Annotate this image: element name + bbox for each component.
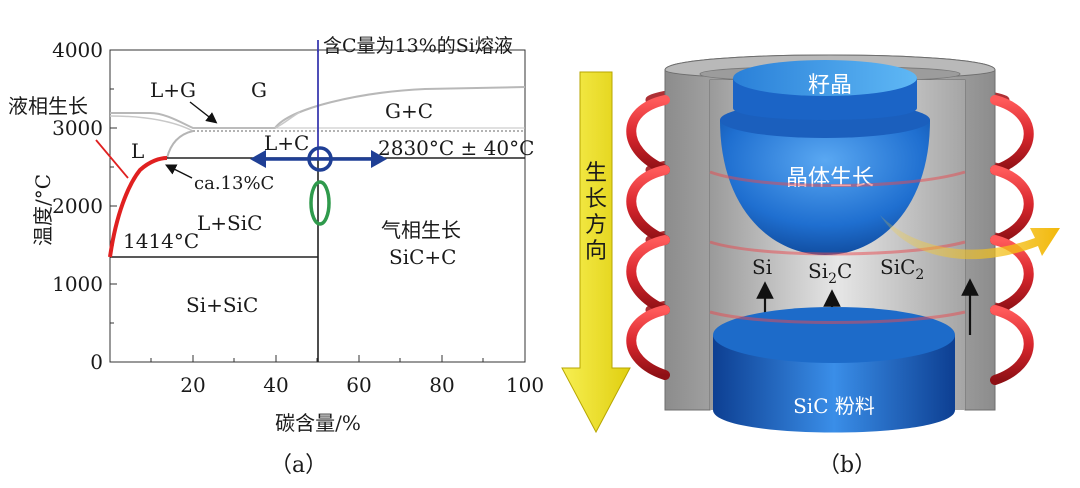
species-si2c: Si2C [808, 259, 852, 287]
direction-char-1: 生 [585, 161, 607, 186]
liquid-phase-marker [250, 146, 387, 172]
label-liquid-growth: 液相生长 [8, 94, 88, 118]
crystal-dome [720, 120, 930, 255]
x-tick-80: 80 [429, 373, 454, 397]
x-tick-40: 40 [263, 373, 288, 397]
region-gc: G+C [385, 99, 433, 123]
label-eutectic: ca.13%C [194, 173, 274, 194]
y-tick-2000: 2000 [52, 194, 103, 218]
label-si-melt: 含C量为13%的Si熔液 [323, 35, 513, 57]
y-tick-1000: 1000 [52, 272, 103, 296]
region-sisic: Si+SiC [186, 293, 258, 317]
powder-top [713, 307, 955, 363]
x-tick-20: 20 [180, 373, 205, 397]
growth-furnace: 生 长 方 向 籽晶 晶体生长 [561, 54, 1060, 478]
region-g: G [251, 78, 267, 102]
y-ticks: 4000 3000 2000 1000 0 [52, 38, 117, 374]
coil-turn-right-1 [990, 95, 1034, 175]
vapor-boundary-right [274, 111, 301, 129]
region-l: L [131, 139, 144, 163]
label-vapor-growth: 气相生长 [381, 218, 461, 242]
coil-turn-right-4 [990, 305, 1034, 385]
label-powder: SiC 粉料 [793, 394, 875, 418]
region-labels: L+G G G+C L L+C L+SiC Si+SiC SiC+C [131, 78, 456, 317]
vapor-boundary-upper [110, 86, 526, 129]
region-lsic: L+SiC [197, 211, 262, 235]
region-lc: L+C [264, 131, 309, 155]
coil-turn-left-3 [626, 235, 670, 315]
y-tick-0: 0 [90, 350, 103, 374]
annotations: 液相生长 气相生长 含C量为13%的Si熔液 2830°C ± 40°C ca.… [8, 35, 534, 253]
species-si: Si [752, 255, 772, 279]
caption-b: （b） [818, 453, 876, 478]
coil-turn-left-2 [626, 165, 670, 245]
phase-diagram: 4000 3000 2000 1000 0 20 40 60 80 100 温度… [8, 35, 544, 478]
seed [733, 60, 917, 96]
vapor-flow-arrow [880, 215, 1060, 260]
coil-turn-left-4 [626, 305, 670, 380]
liquid-growth-pointer [95, 139, 129, 179]
x-ticks: 20 40 60 80 100 [150, 355, 544, 397]
vapor-boundary-left [109, 115, 194, 132]
y-tick-4000: 4000 [52, 38, 103, 62]
coil-turn-right-3 [990, 235, 1034, 315]
liquidus-gray [166, 130, 194, 159]
liquidus-red [108, 156, 168, 258]
y-tick-3000: 3000 [52, 116, 103, 140]
coil-turn-left-1 [626, 95, 670, 175]
lg-pointer [189, 101, 218, 124]
direction-char-2: 长 [585, 187, 607, 212]
region-lg: L+G [150, 78, 196, 102]
arrow-left-icon [250, 150, 266, 168]
growth-direction-arrow: 生 长 方 向 [561, 71, 631, 434]
x-tick-100: 100 [506, 373, 544, 397]
direction-char-4: 向 [585, 239, 607, 264]
induction-coil-front [626, 95, 1034, 385]
green-ellipse [309, 180, 331, 226]
coil-turn-right-2 [990, 165, 1034, 245]
species-sic2: SiC2 [880, 255, 924, 283]
y-axis-label: 温度/°C [31, 174, 55, 246]
x-tick-60: 60 [346, 373, 371, 397]
caption-a: （a） [270, 453, 327, 478]
label-crystal-growth: 晶体生长 [786, 166, 874, 191]
seed-crystal: 籽晶 晶体生长 [720, 60, 930, 255]
eutectic-pointer [164, 164, 193, 179]
x-axis-label: 碳含量/% [275, 411, 361, 435]
label-melting-point: 1414°C [123, 229, 199, 253]
direction-char-3: 方 [585, 213, 607, 238]
label-peritectic: 2830°C ± 40°C [378, 136, 534, 160]
sic-powder: SiC 粉料 [713, 307, 955, 433]
arrow-right-icon [371, 150, 387, 168]
region-sicc: SiC+C [389, 245, 456, 269]
label-seed: 籽晶 [808, 73, 852, 98]
